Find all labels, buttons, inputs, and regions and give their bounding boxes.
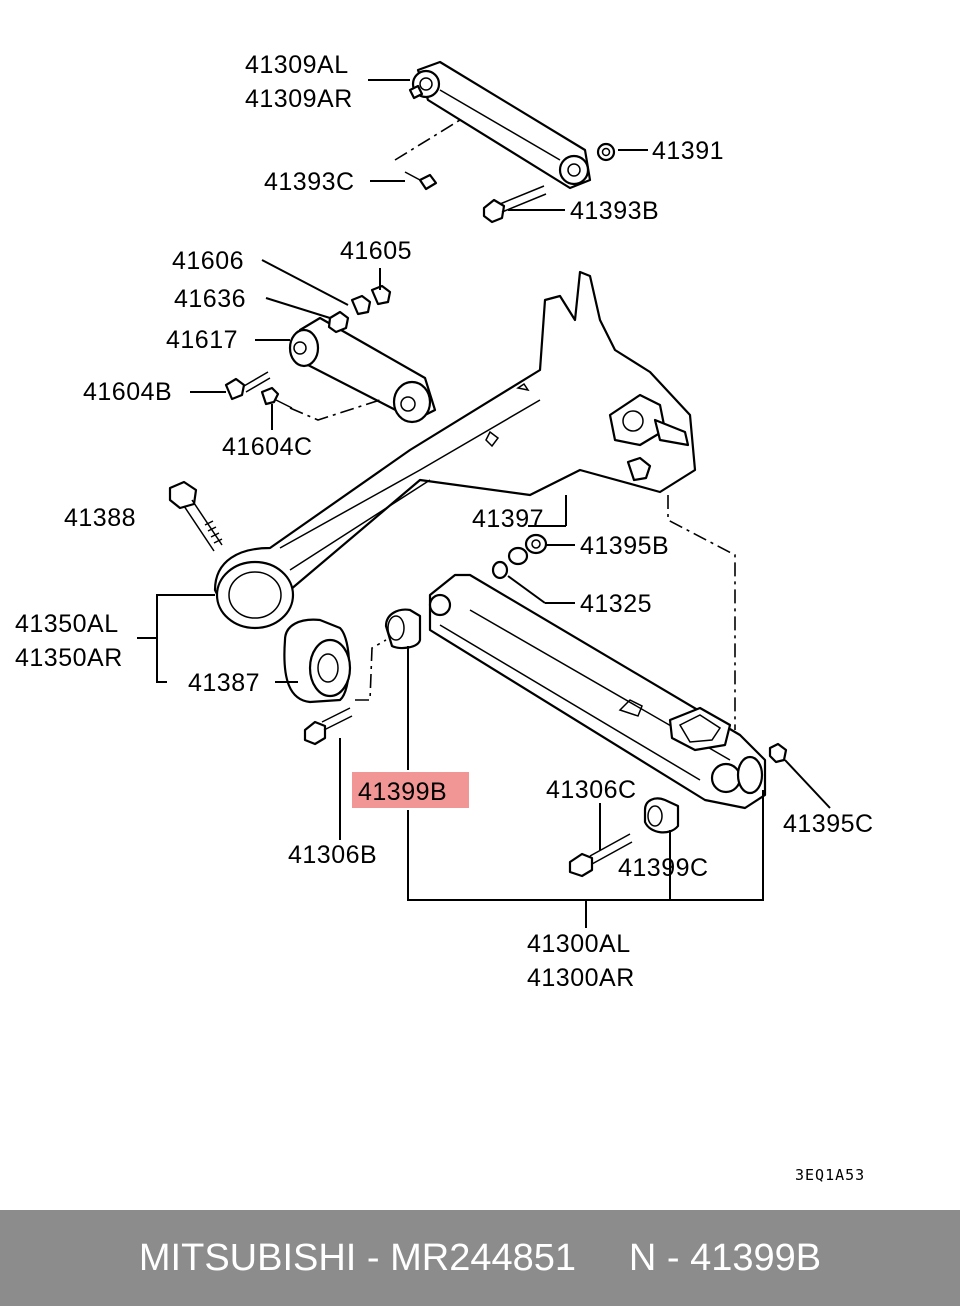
label-41309ar: 41309AR [245, 85, 353, 113]
label-41397: 41397 [472, 505, 544, 533]
label-41605: 41605 [340, 237, 412, 265]
footer-bar: MITSUBISHI - MR244851 N - 41399B [0, 1210, 960, 1306]
part-labels: 41309AL 41309AR 41391 41393C 41393B 4160… [15, 51, 874, 1184]
label-41300ar: 41300AR [527, 964, 635, 992]
bolt-41388-illustration [168, 480, 223, 552]
diagram-code: 3EQ1A53 [795, 1166, 865, 1184]
label-41393b: 41393B [570, 197, 659, 225]
footer-gap [576, 1237, 629, 1280]
parts-diagram: 41309AL 41309AR 41391 41393C 41393B 4160… [15, 51, 874, 1184]
footer-ref-prefix: N - [628, 1236, 691, 1279]
lower-arm-41300-illustration [428, 573, 788, 878]
label-41617: 41617 [166, 326, 238, 354]
label-41325: 41325 [580, 590, 652, 618]
label-41393c: 41393C [264, 168, 355, 196]
footer-part-number: MR244851 [390, 1236, 577, 1279]
control-link-41617-illustration [224, 284, 437, 424]
label-41395b: 41395B [580, 532, 669, 560]
label-41604c: 41604C [222, 433, 313, 461]
label-41350ar: 41350AR [15, 644, 123, 672]
label-41309al: 41309AL [245, 51, 349, 79]
label-41399b: 41399B [358, 778, 447, 806]
footer-brand: MITSUBISHI [138, 1236, 357, 1279]
label-41388: 41388 [64, 504, 136, 532]
label-41399c: 41399C [618, 854, 709, 882]
footer-separator: - [356, 1236, 391, 1279]
footer-ref-code: 41399B [690, 1236, 822, 1279]
label-41391: 41391 [652, 137, 724, 165]
label-41606: 41606 [172, 247, 244, 275]
label-41306c: 41306C [546, 776, 637, 804]
bushing-41387-illustration [283, 618, 353, 746]
label-41306b: 41306B [288, 841, 377, 869]
label-41387: 41387 [188, 669, 260, 697]
label-41350al: 41350AL [15, 610, 119, 638]
highlight-41399b [352, 772, 469, 808]
label-41636: 41636 [174, 285, 246, 313]
label-41300al: 41300AL [527, 930, 631, 958]
washers-41397-41395b-41325-illustration [491, 533, 548, 580]
upper-arm-41309-illustration [404, 60, 616, 224]
leader-lines [137, 79, 831, 928]
label-41395c: 41395C [783, 810, 874, 838]
label-41604b: 41604B [83, 378, 172, 406]
trailing-arm-41350-illustration [213, 270, 697, 630]
bushing-41399b-illustration [384, 608, 422, 650]
